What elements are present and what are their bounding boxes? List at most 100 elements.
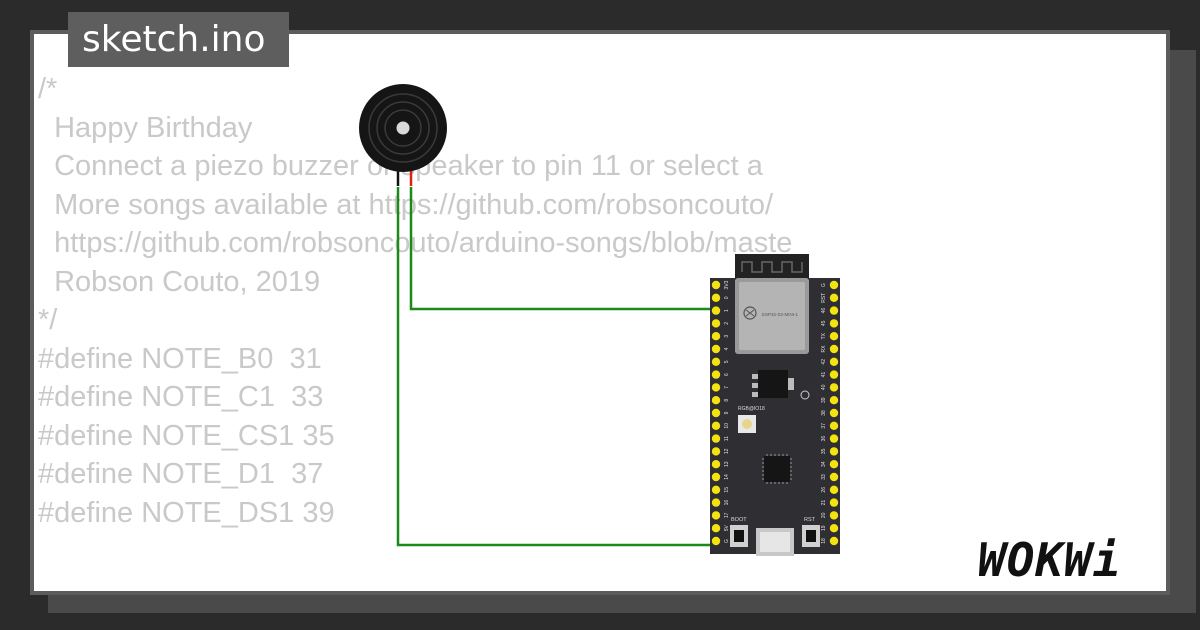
pin-pad[interactable] <box>711 524 721 533</box>
rst-label: RST <box>804 517 816 523</box>
pin-label: 19 <box>821 525 827 531</box>
pin-label: 7 <box>724 386 730 389</box>
pin-pad[interactable] <box>711 498 721 507</box>
pin-label: 37 <box>821 423 827 429</box>
pin-pad[interactable] <box>711 447 721 456</box>
pin-pad[interactable] <box>711 332 721 341</box>
pin-pad[interactable] <box>711 485 721 494</box>
pin-pad[interactable] <box>829 280 839 290</box>
pin-label: 16 <box>724 500 730 506</box>
svg-text:WOKWi: WOKWi <box>978 533 1121 587</box>
pin-pad[interactable] <box>829 344 839 354</box>
pin-pad[interactable] <box>829 332 839 341</box>
code-line: https://github.com/robsoncouto/arduino-s… <box>38 227 793 259</box>
code-line: More songs available at https://github.c… <box>38 188 774 221</box>
preview-card <box>30 30 1170 595</box>
pin-pad[interactable] <box>829 524 839 533</box>
pin-pad[interactable] <box>711 511 721 520</box>
pin-pad[interactable] <box>711 536 721 546</box>
pin-label: 2 <box>724 322 730 325</box>
module-label: ESP32-S2-MINI-1 <box>762 312 799 317</box>
pin-pad[interactable] <box>711 408 721 418</box>
code-line: #define NOTE_DS1 39 <box>38 496 335 529</box>
pin-label: G <box>724 539 730 543</box>
pin-pad[interactable] <box>829 306 839 315</box>
file-tab[interactable]: sketch.ino <box>68 12 290 67</box>
pin-pad[interactable] <box>829 421 839 430</box>
pin-label: 38 <box>821 410 827 416</box>
pin-pad[interactable] <box>829 536 839 546</box>
piezo-buzzer[interactable] <box>359 84 447 186</box>
pin-label: 4 <box>724 347 730 350</box>
pin-pad[interactable] <box>711 460 721 469</box>
pin-label: 41 <box>821 372 827 378</box>
code-line: #define NOTE_B0 31 <box>38 342 322 375</box>
code-line: */ <box>38 304 58 336</box>
code-line: Robson Couto, 2019 <box>38 265 321 298</box>
pin-pad[interactable] <box>829 293 839 302</box>
pin-pad[interactable] <box>829 357 839 366</box>
boot-label: BOOT <box>731 517 747 523</box>
pin-label: 3 <box>724 335 730 338</box>
pin-label: 14 <box>724 474 730 480</box>
pin-label: 12 <box>724 448 730 454</box>
pin-label: 0 <box>724 296 730 299</box>
pin-label: 10 <box>724 423 730 429</box>
pin-label: 8 <box>724 399 730 402</box>
pin-label: 46 <box>821 308 827 314</box>
pin-label: 9 <box>724 411 730 414</box>
pin-pad[interactable] <box>711 383 721 392</box>
pin-pad[interactable] <box>711 434 721 443</box>
pin-pad[interactable] <box>829 434 839 443</box>
pin-label: 11 <box>724 436 730 441</box>
pin-label: RST <box>821 293 827 303</box>
pin-pad[interactable] <box>829 447 839 456</box>
pin-pad[interactable] <box>829 408 839 418</box>
code-line: #define NOTE_D1 37 <box>38 458 324 490</box>
wire-green-bottom <box>396 187 718 547</box>
pin-pad[interactable] <box>711 421 721 430</box>
esp32-s2-board[interactable]: ESP32-S2-MINI-1 RGB@IO18 BOOT RST 3V3012… <box>710 254 840 556</box>
pin-label: 5V <box>724 524 730 531</box>
code-line: #define NOTE_C1 33 <box>38 381 324 413</box>
pin-label: 18 <box>821 538 827 544</box>
pin-pad[interactable] <box>711 280 721 290</box>
pin-pad[interactable] <box>829 383 839 392</box>
pin-pad[interactable] <box>711 357 721 366</box>
pin-pad[interactable] <box>711 396 721 405</box>
pin-label: 15 <box>724 487 730 493</box>
pin-label: 45 <box>821 320 827 326</box>
pin-pad[interactable] <box>829 396 839 405</box>
pin-pad[interactable] <box>711 293 721 302</box>
pin-label: 5 <box>724 360 730 363</box>
pin-pad[interactable] <box>829 460 839 469</box>
pin-label: 36 <box>821 436 827 442</box>
pin-label: G <box>821 283 827 287</box>
pin-label: TX <box>821 332 827 339</box>
pin-pad[interactable] <box>711 472 721 482</box>
pin-label: 20 <box>821 512 827 518</box>
wokwi-logo: WOKWi <box>978 533 1121 587</box>
pin-label: 13 <box>724 461 730 467</box>
pin-pad[interactable] <box>711 306 721 315</box>
wire-green-top <box>409 187 718 311</box>
pin-pad[interactable] <box>829 472 839 482</box>
code-line: Happy Birthday <box>38 111 253 144</box>
pin-pad[interactable] <box>829 370 839 379</box>
pin-label: 6 <box>724 373 730 376</box>
pin-pad[interactable] <box>829 319 839 328</box>
pin-pad[interactable] <box>829 498 839 507</box>
pin-label: 39 <box>821 397 827 403</box>
pin-label: RX <box>821 345 827 353</box>
pin-pad[interactable] <box>829 511 839 520</box>
pin-pad[interactable] <box>829 485 839 494</box>
pin-pad[interactable] <box>711 319 721 328</box>
pin-label: 34 <box>821 461 827 467</box>
pin-label: 21 <box>821 500 827 506</box>
pin-label: 1 <box>724 309 730 312</box>
pin-pad[interactable] <box>711 344 721 354</box>
pin-label: 42 <box>821 359 827 365</box>
pin-label: 35 <box>821 448 827 454</box>
pin-pad[interactable] <box>711 370 721 379</box>
pin-label: 40 <box>821 384 827 390</box>
